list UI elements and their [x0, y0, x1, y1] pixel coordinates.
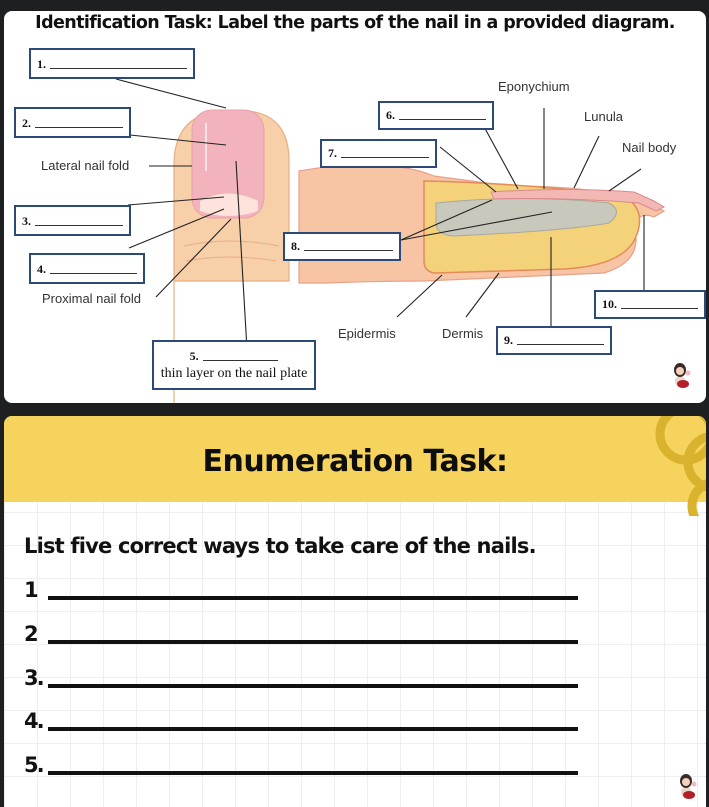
leader-lines	[115, 78, 645, 350]
answer-rule[interactable]	[48, 727, 578, 731]
answer-blank[interactable]	[35, 225, 123, 226]
enumeration-header-band	[4, 416, 706, 502]
label-number: 6.	[386, 108, 395, 122]
label-box-8[interactable]: 8.	[283, 232, 401, 261]
enumeration-title: Enumeration Task:	[202, 444, 508, 479]
avatar-sticker-icon	[680, 774, 697, 799]
answer-blank[interactable]	[202, 359, 279, 361]
answer-blank[interactable]	[341, 157, 429, 158]
label-number: 5.	[189, 348, 199, 363]
item-number: 3.	[24, 666, 45, 690]
answer-blank[interactable]	[50, 273, 137, 274]
label-box-9[interactable]: 9.	[496, 326, 612, 355]
label-box-10[interactable]: 10.	[594, 290, 706, 319]
answer-blank[interactable]	[304, 250, 393, 251]
item-number: 5.	[24, 753, 45, 777]
label-proximal-nail-fold: Proximal nail fold	[42, 291, 141, 306]
item-number: 2	[24, 622, 39, 646]
label-box-1[interactable]: 1.	[29, 48, 195, 79]
label-number: 4.	[37, 262, 46, 276]
label-lateral-nail-fold: Lateral nail fold	[41, 158, 130, 173]
label-box-3[interactable]: 3.	[14, 205, 131, 236]
label-hint: thin layer on the nail plate	[160, 365, 308, 381]
answer-blank[interactable]	[50, 68, 187, 69]
label-nail-body: Nail body	[622, 140, 677, 155]
label-eponychium: Eponychium	[498, 79, 570, 94]
answer-blank[interactable]	[621, 308, 698, 309]
label-number: 9.	[504, 333, 513, 347]
avatar-sticker-icon	[674, 363, 691, 388]
item-number: 1	[24, 578, 39, 602]
answer-line-1[interactable]: 1	[24, 578, 578, 602]
answer-rule[interactable]	[48, 684, 578, 688]
answer-line-4[interactable]: 4.	[24, 709, 578, 733]
label-box-6[interactable]: 6.	[378, 101, 494, 130]
label-number: 7.	[328, 146, 337, 160]
label-number: 10.	[602, 297, 617, 311]
answer-rule[interactable]	[48, 640, 578, 644]
answer-blank[interactable]	[517, 344, 604, 345]
answer-line-3[interactable]: 3.	[24, 666, 578, 690]
item-number: 4.	[24, 709, 45, 733]
answer-line-2[interactable]: 2	[24, 622, 578, 646]
answer-blank[interactable]	[399, 119, 486, 120]
answer-blank[interactable]	[35, 127, 123, 128]
label-epidermis: Epidermis	[338, 326, 396, 341]
answer-line-5[interactable]: 5.	[24, 753, 578, 777]
label-box-5[interactable]: 5. thin layer on the nail plate	[152, 340, 316, 390]
label-box-4[interactable]: 4.	[29, 253, 145, 284]
label-number: 3.	[22, 214, 31, 228]
identification-panel: Identification Task: Label the parts of …	[4, 11, 706, 403]
label-box-2[interactable]: 2.	[14, 107, 131, 138]
decorative-rings-icon	[655, 416, 706, 516]
answer-rule[interactable]	[48, 771, 578, 775]
answer-rule[interactable]	[48, 596, 578, 600]
identification-title: Identification Task: Label the parts of …	[35, 13, 675, 33]
label-number: 2.	[22, 116, 31, 130]
label-number: 1.	[37, 57, 46, 71]
label-lunula: Lunula	[584, 109, 624, 124]
label-box-7[interactable]: 7.	[320, 139, 437, 168]
finger-section-illustration	[298, 163, 666, 284]
enumeration-instruction: List five correct ways to take care of t…	[24, 534, 537, 558]
label-number: 8.	[291, 239, 300, 253]
enumeration-panel: Enumeration Task: List five correct ways…	[4, 416, 706, 807]
label-dermis: Dermis	[442, 326, 484, 341]
finger-dorsal-illustration	[173, 109, 290, 403]
